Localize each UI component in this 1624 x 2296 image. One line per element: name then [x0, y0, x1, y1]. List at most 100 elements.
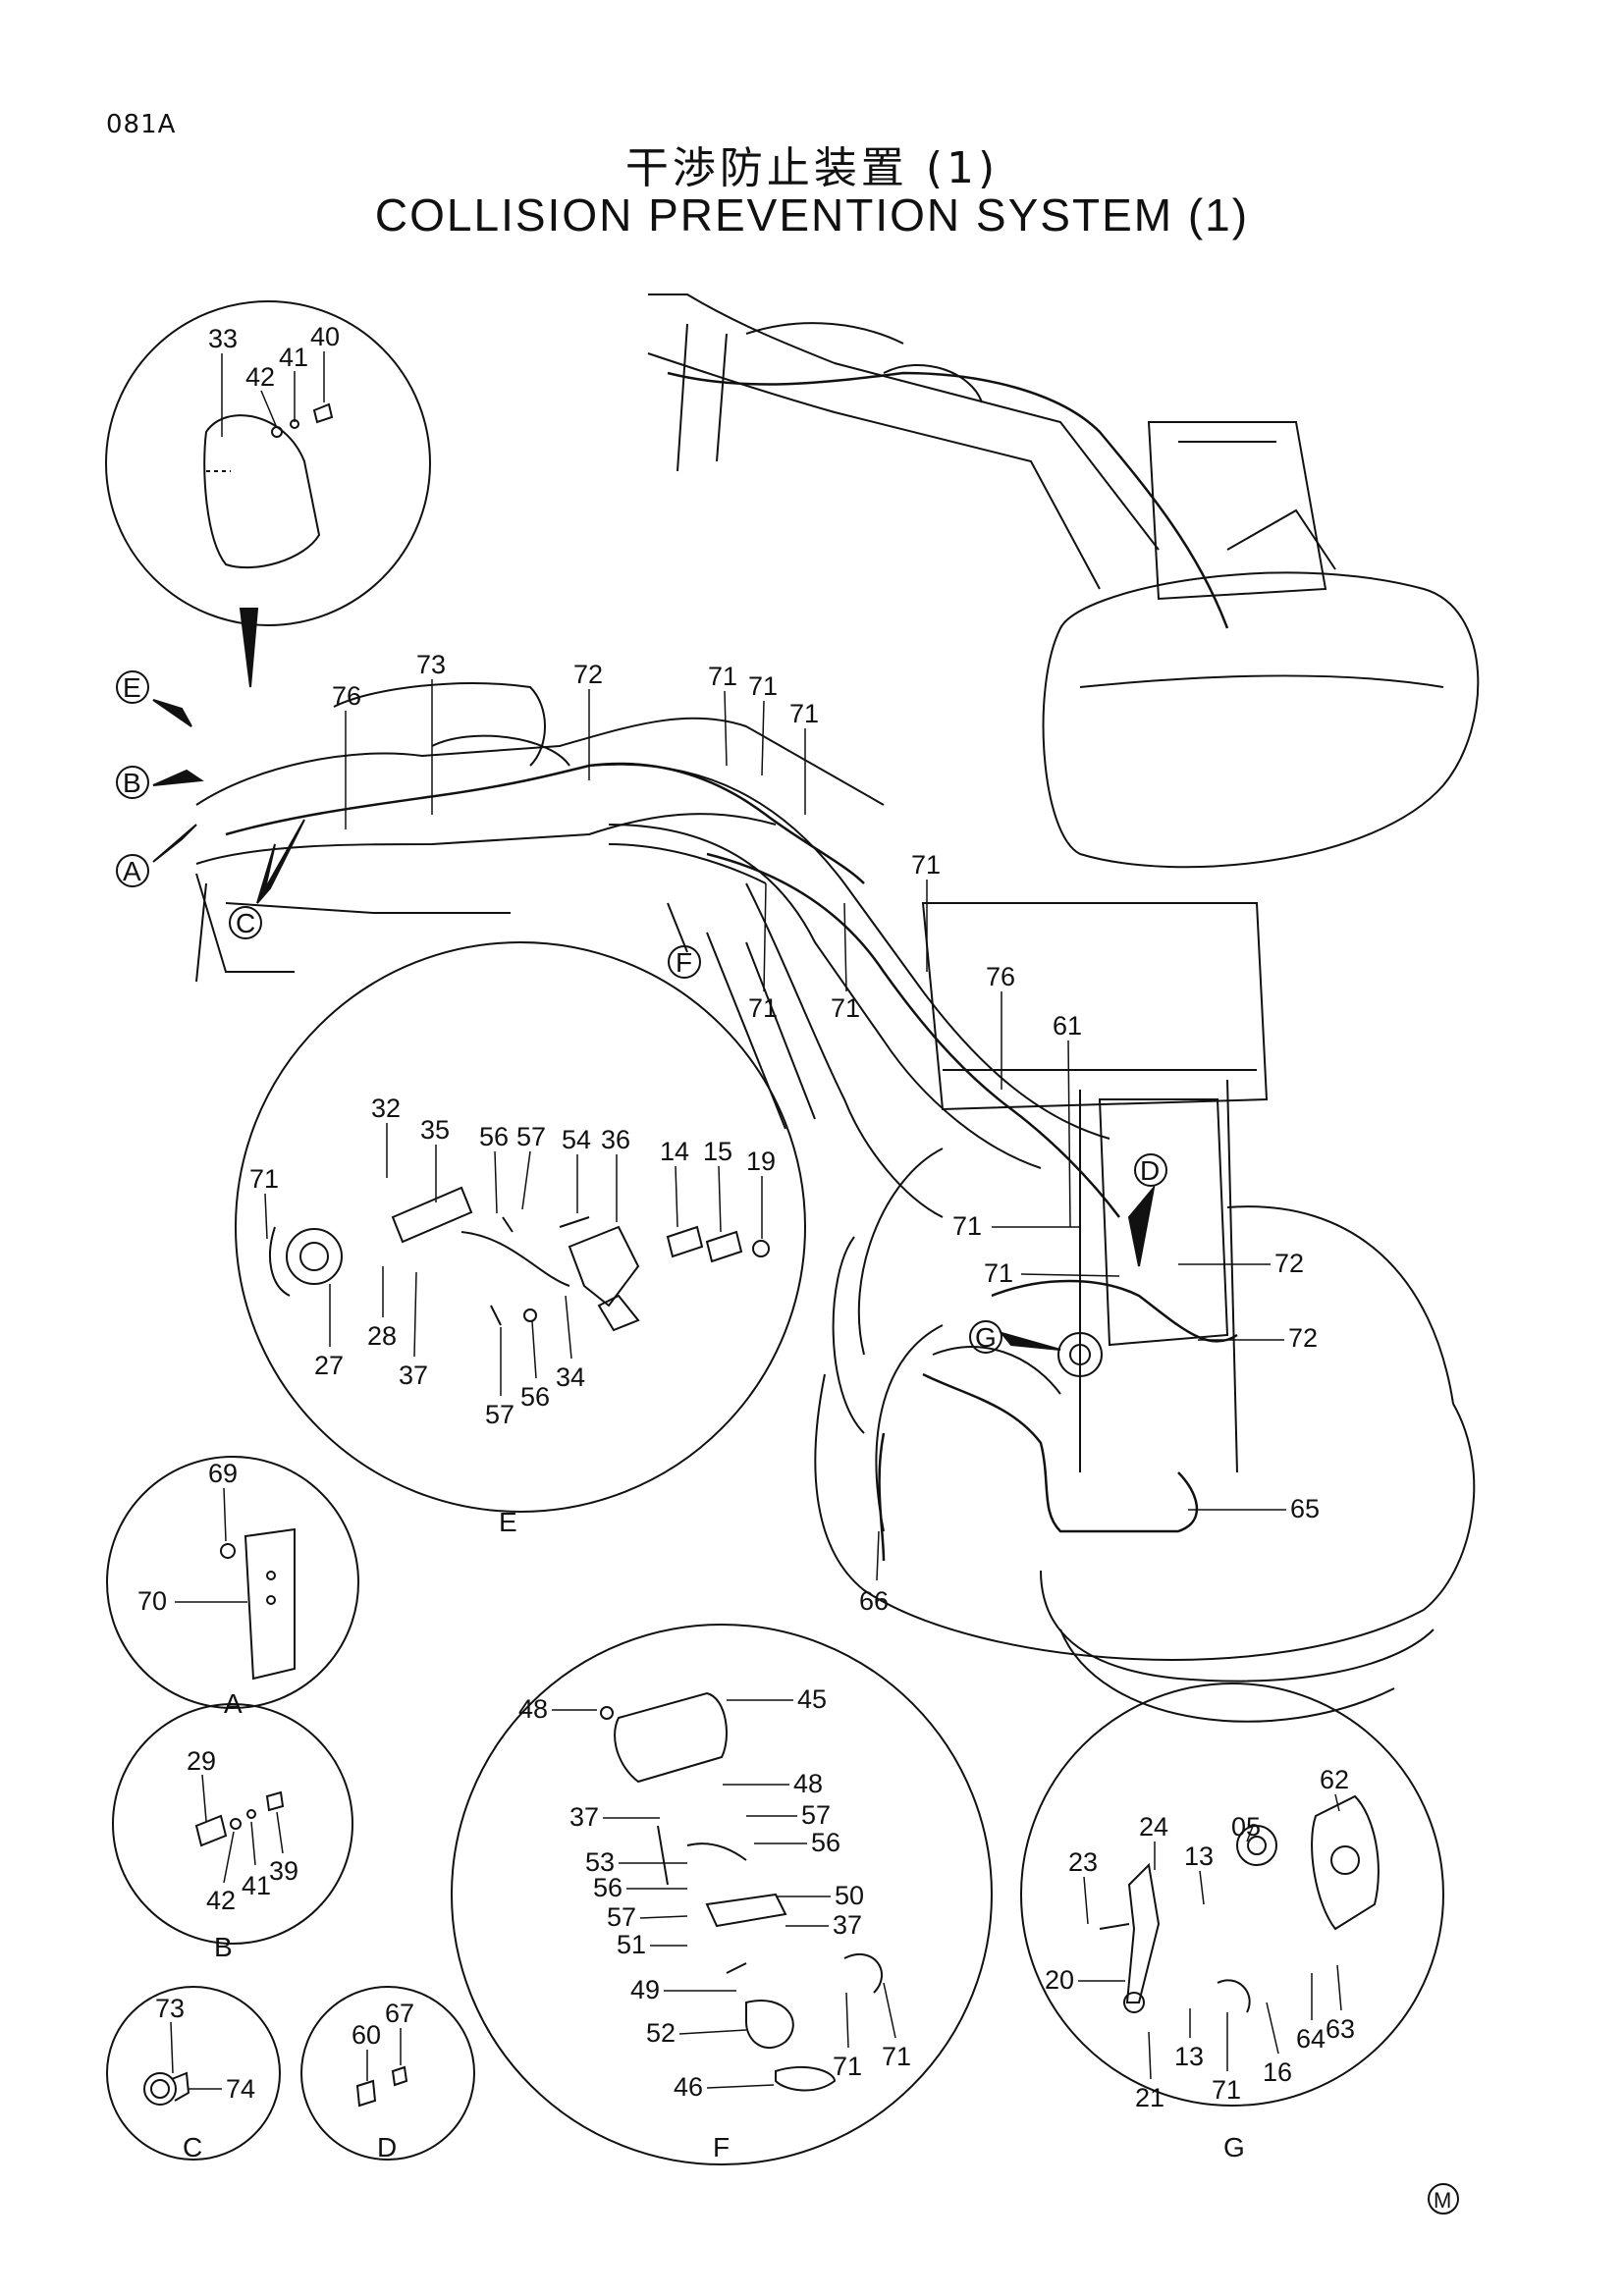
- pointer-c2: [256, 819, 305, 904]
- callout: 57: [516, 1122, 546, 1151]
- detail-d-circle: 60 67 D: [300, 1986, 475, 2163]
- callout: 71: [882, 2042, 911, 2071]
- callout: 45: [797, 1684, 827, 1714]
- detail-letter-d: D: [1140, 1155, 1160, 1186]
- callout: 42: [245, 362, 275, 392]
- detail-letter-c: C: [236, 908, 255, 938]
- pointer-e: [152, 699, 192, 727]
- detail-top-pointer: [239, 608, 259, 688]
- callout: 14: [660, 1137, 689, 1166]
- callout: 42: [206, 1886, 236, 1915]
- detail-label-e: E: [499, 1507, 517, 1537]
- callout: 60: [352, 2020, 381, 2050]
- callout: 61: [1053, 1011, 1082, 1041]
- m-mark-letter: M: [1434, 2188, 1451, 2213]
- callout: 36: [601, 1125, 630, 1154]
- detail-f-circle: 48 45 48 37 57 56 53 50 56 57 37 51 49 5…: [451, 1624, 993, 2165]
- callout: 71: [249, 1164, 279, 1194]
- detail-b-circle: 29 42 41 39 B: [112, 1703, 353, 1962]
- callout: 23: [1068, 1847, 1098, 1877]
- callout: 71: [984, 1258, 1013, 1288]
- detail-g-circle: 62 24 05 23 13 20 13 64 63 21 71 16: [1020, 1682, 1444, 2163]
- detail-letter-a: A: [123, 856, 141, 886]
- callout: 21: [1135, 2083, 1164, 2112]
- detail-c-circle: 73 74 C: [106, 1986, 281, 2163]
- callout: 57: [801, 1800, 831, 1830]
- callout: 32: [371, 1094, 401, 1123]
- callout: 56: [811, 1828, 840, 1857]
- pointer-a: [152, 824, 197, 863]
- callout: 65: [1290, 1494, 1320, 1523]
- callout: 62: [1320, 1765, 1349, 1794]
- callout: 71: [789, 699, 819, 728]
- callout: 16: [1263, 2057, 1292, 2087]
- detail-label-c: C: [183, 2132, 202, 2163]
- callout: 20: [1045, 1965, 1074, 1995]
- detail-label-f: F: [713, 2132, 730, 2163]
- callout: 69: [208, 1459, 238, 1488]
- callout: 19: [746, 1147, 776, 1176]
- callout: 05: [1231, 1812, 1261, 1842]
- callout: 35: [420, 1115, 450, 1145]
- callout: 24: [1139, 1812, 1168, 1842]
- callout: 33: [208, 324, 238, 353]
- detail-a-circle: 69 70 A: [106, 1456, 359, 1719]
- callout: 13: [1174, 2042, 1204, 2071]
- callout: 73: [416, 650, 446, 679]
- callout: 70: [137, 1586, 167, 1616]
- callout: 48: [518, 1694, 548, 1724]
- callout: 71: [1212, 2075, 1241, 2105]
- callout: 72: [1274, 1249, 1304, 1278]
- callout: 72: [573, 660, 603, 689]
- detail-label-g: G: [1223, 2132, 1245, 2163]
- callout: 73: [155, 1994, 185, 2023]
- callout: 57: [607, 1902, 636, 1932]
- callout: 37: [833, 1910, 862, 1940]
- callout: 56: [593, 1873, 623, 1902]
- detail-letter-b: B: [123, 768, 141, 798]
- callout: 27: [314, 1351, 344, 1380]
- page-code: 081A: [106, 110, 177, 139]
- detail-letter-f: F: [676, 947, 692, 978]
- main-leaders: [345, 679, 1286, 1581]
- callout: 51: [617, 1930, 646, 1959]
- callout: 64: [1296, 2024, 1326, 2054]
- callout: 72: [1288, 1323, 1318, 1353]
- callout: 37: [569, 1802, 599, 1832]
- callout: 71: [952, 1211, 982, 1241]
- callout: 56: [520, 1382, 550, 1412]
- main-callouts: 76 73 72 71 71 71 71 71 71 76 61 71 71 7…: [332, 650, 1320, 1616]
- callout: 41: [279, 343, 308, 372]
- callout: 76: [332, 681, 361, 711]
- callout: 71: [748, 993, 778, 1023]
- callout: 40: [310, 322, 340, 351]
- pointer-b: [152, 769, 204, 786]
- callout: 74: [226, 2074, 255, 2104]
- callout: 71: [708, 662, 737, 691]
- pointer-g: [999, 1331, 1061, 1351]
- excavator-drawing: [195, 294, 1480, 1723]
- callout: 53: [585, 1847, 615, 1877]
- detail-label-d: D: [377, 2132, 397, 2163]
- callout: 34: [556, 1362, 585, 1392]
- callout: 46: [674, 2072, 703, 2102]
- detail-cover-circle: 33 42 41 40: [105, 300, 431, 626]
- callout: 71: [911, 850, 941, 880]
- callout: 28: [367, 1321, 397, 1351]
- callout: 66: [859, 1586, 889, 1616]
- callout: 49: [630, 1975, 660, 2004]
- callout: 67: [385, 1999, 414, 2028]
- detail-letter-e: E: [123, 672, 141, 703]
- m-mark: M: [1428, 2183, 1459, 2215]
- callout: 71: [831, 993, 860, 1023]
- detail-letter-g: G: [975, 1322, 997, 1353]
- page-title-english: COLLISION PREVENTION SYSTEM (1): [374, 189, 1250, 240]
- detail-label-b: B: [214, 1932, 233, 1962]
- callout: 76: [986, 962, 1015, 991]
- callout: 71: [748, 671, 778, 701]
- main-detail-letters: E B A C F D G: [116, 670, 1167, 1354]
- callout: 48: [793, 1769, 823, 1798]
- callout: 29: [187, 1746, 216, 1776]
- callout: 71: [833, 2052, 862, 2081]
